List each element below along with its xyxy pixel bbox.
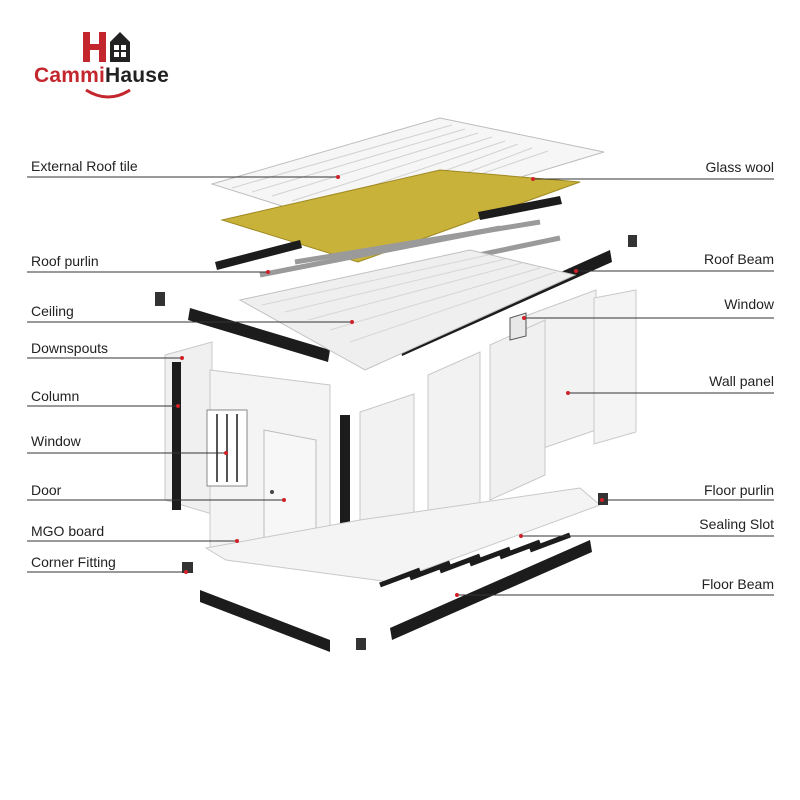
label-column: Column bbox=[31, 388, 80, 404]
label-external-roof-tile: External Roof tile bbox=[31, 158, 138, 174]
logo-text-part2: Hause bbox=[105, 64, 170, 87]
leader-lines bbox=[27, 176, 774, 596]
label-door: Door bbox=[31, 482, 62, 498]
logo-wordmark: CammiHause bbox=[34, 64, 169, 88]
label-corner-fitting: Corner Fitting bbox=[31, 554, 116, 570]
label-roof-beam: Roof Beam bbox=[703, 251, 774, 267]
logo-text-part1: Cammi bbox=[34, 64, 106, 87]
label-sealing-slot: Sealing Slot bbox=[699, 516, 774, 532]
label-ceiling: Ceiling bbox=[31, 303, 74, 319]
label-glass-wool: Glass wool bbox=[705, 159, 774, 175]
ceiling-illustration bbox=[238, 249, 577, 371]
house-h-logo-icon bbox=[83, 32, 131, 99]
label-downspouts: Downspouts bbox=[31, 340, 109, 356]
floor-illustration bbox=[182, 487, 608, 652]
glass-wool-illustration bbox=[220, 169, 581, 263]
label-window-left: Window bbox=[31, 433, 81, 449]
label-floor-purlin: Floor purlin bbox=[703, 482, 774, 498]
brand-logo: CammiHause bbox=[28, 28, 178, 100]
leader-dots bbox=[176, 175, 604, 597]
label-window-right: Window bbox=[724, 296, 774, 312]
label-roof-purlin: Roof purlin bbox=[31, 253, 99, 269]
label-floor-beam: Floor Beam bbox=[701, 576, 774, 592]
label-mgo-board: MGO board bbox=[31, 523, 105, 539]
label-wall-panel: Wall panel bbox=[709, 373, 774, 389]
